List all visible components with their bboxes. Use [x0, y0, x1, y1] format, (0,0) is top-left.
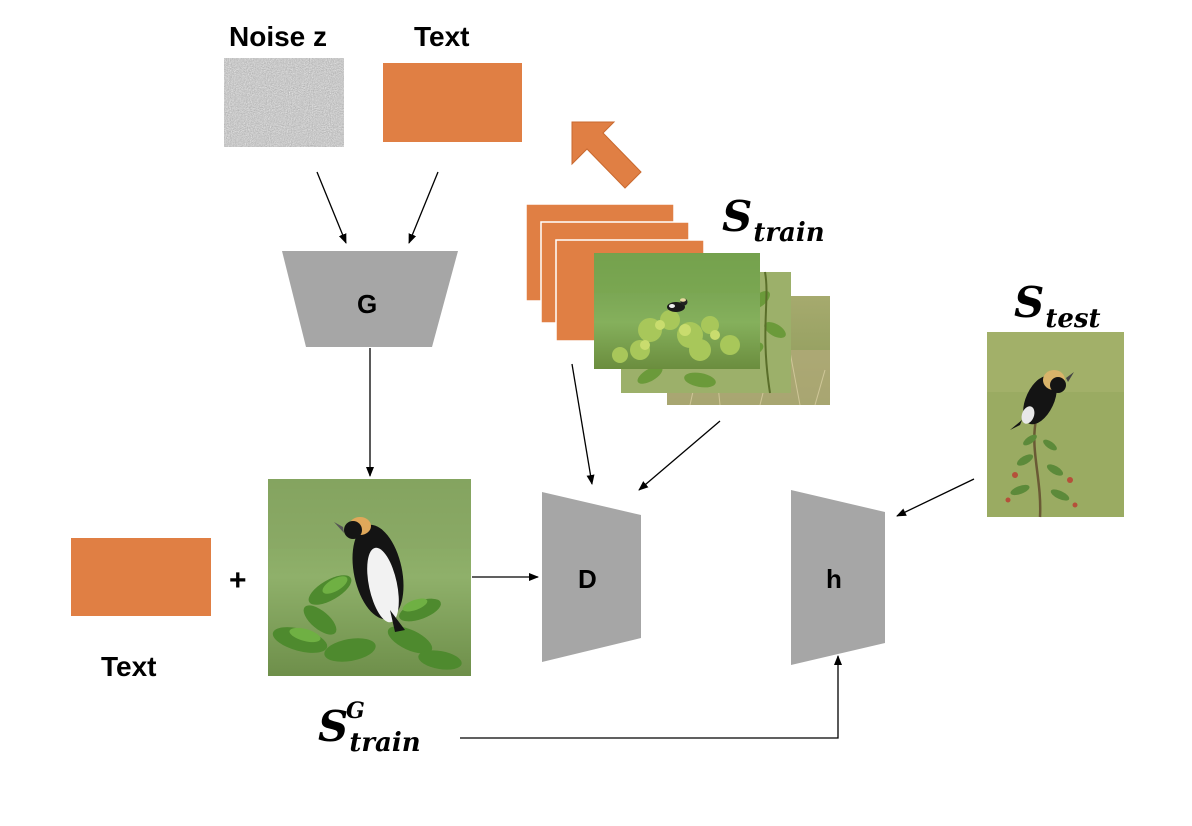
classifier-module [791, 490, 885, 665]
arrow-test-to-h [896, 478, 975, 517]
text-embedding-block-top [383, 63, 522, 142]
discriminator-module [542, 492, 641, 662]
plus-sign: + [229, 564, 247, 597]
generated-image [268, 479, 471, 676]
noise-label: Noise z [229, 21, 328, 52]
bird-icon [1010, 370, 1074, 430]
arrow-noise-to-g [316, 171, 347, 244]
classifier-label: h [826, 564, 842, 594]
s-train-label: Strain [722, 192, 825, 248]
small-bird-icon [667, 298, 688, 312]
generator-label: G [357, 289, 378, 319]
arrow-train-image-to-d [638, 420, 721, 491]
train-image-front [594, 253, 760, 369]
text-label-left: Text [101, 651, 157, 682]
s-test-label: Stest [1014, 278, 1101, 334]
arrow-text-to-g [408, 171, 439, 244]
text-embedding-block-left [71, 538, 211, 616]
feedback-arrow-icon [571, 121, 642, 189]
arrow-train-text-to-d [571, 363, 595, 485]
test-image [987, 332, 1124, 518]
text-label-top: Text [414, 21, 470, 52]
arrow-generated-to-h [460, 655, 842, 739]
noise-image-icon [224, 58, 344, 147]
discriminator-label: D [578, 564, 597, 594]
train-image-stack [594, 253, 830, 406]
bird-icon [334, 517, 405, 632]
generator-module [282, 251, 458, 347]
